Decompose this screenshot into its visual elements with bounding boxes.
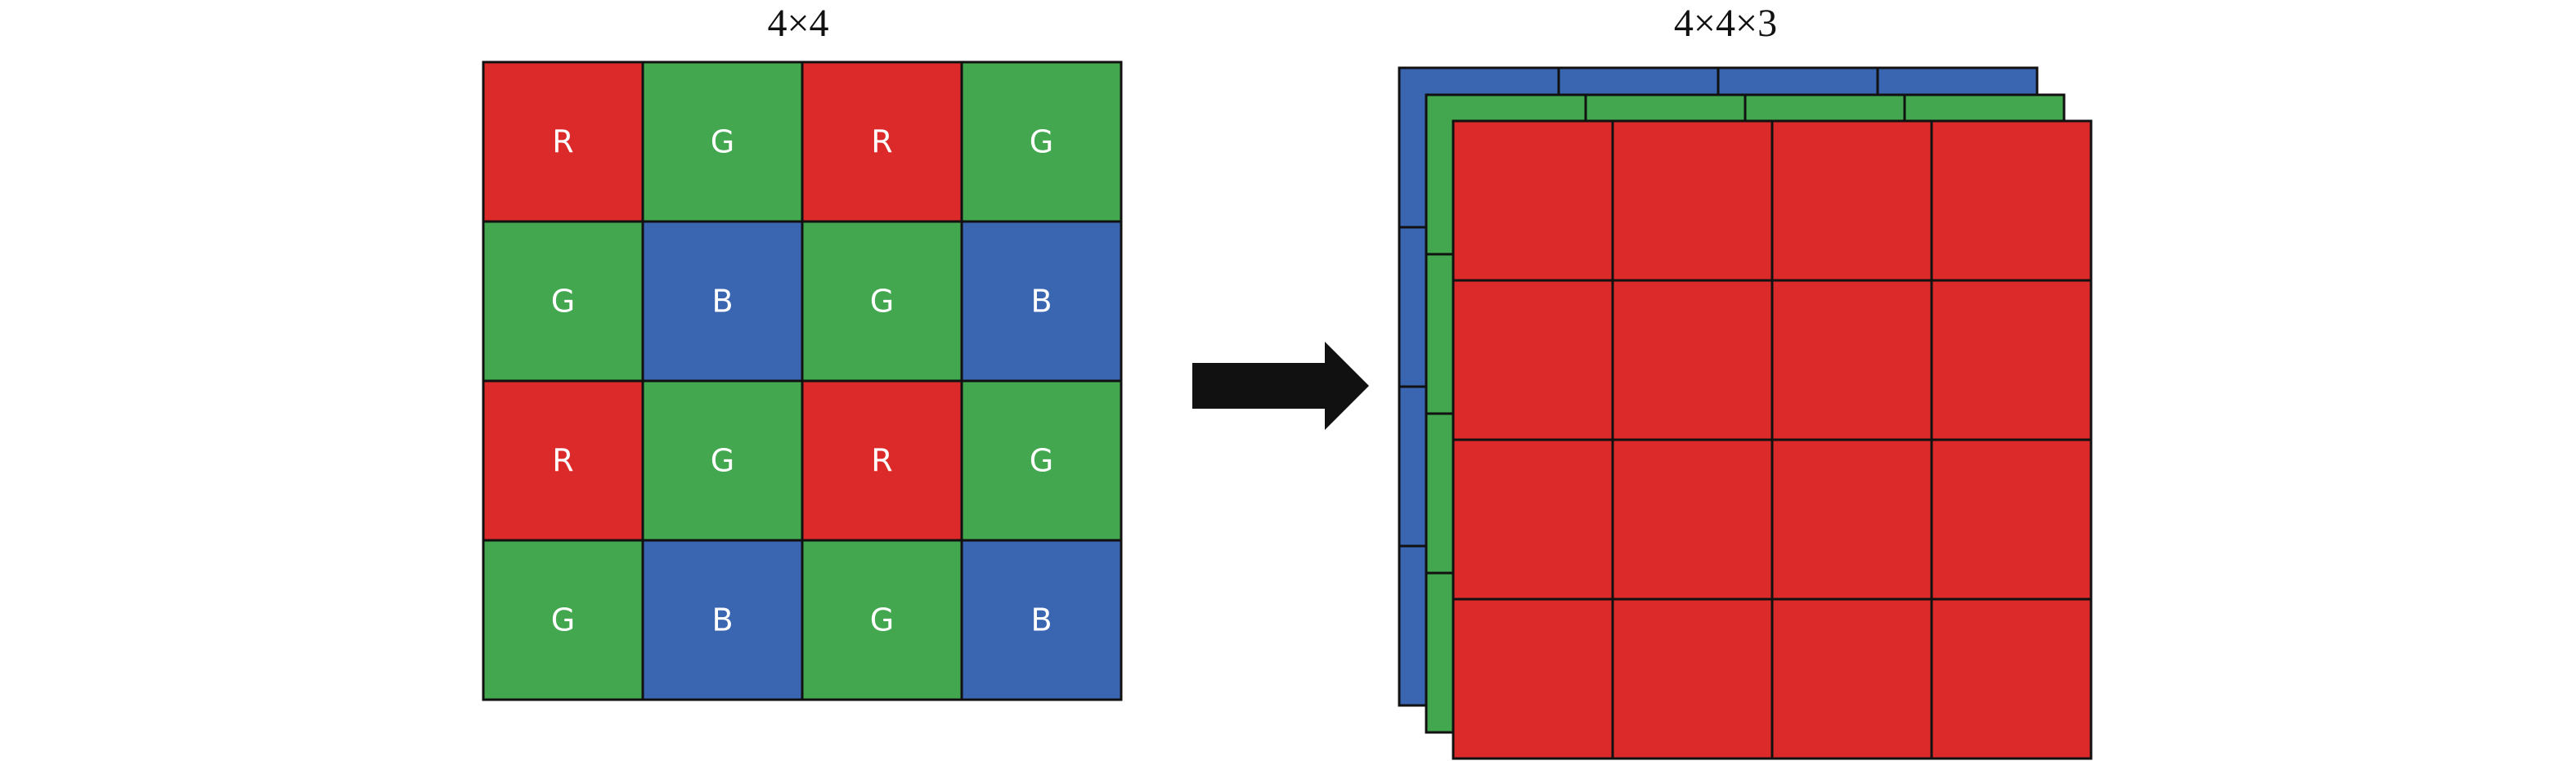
bayer-cell-label: G xyxy=(870,284,894,320)
rgb-stack-title: 4×4×3 xyxy=(1674,2,1777,45)
red-layer-cell xyxy=(1611,119,1774,282)
bayer-cell-G xyxy=(960,379,1123,542)
bayer-cell-label: R xyxy=(552,443,573,479)
bayer-cell-B xyxy=(641,220,804,383)
bayer-cell-G xyxy=(641,379,804,542)
red-layer-cell xyxy=(1770,119,1933,282)
red-layer-cell xyxy=(1930,438,2093,601)
red-layer-cell xyxy=(1611,438,1774,601)
bayer-cell-G xyxy=(482,539,644,701)
bayer-cell-label: B xyxy=(711,602,733,638)
bayer-cell-label: R xyxy=(552,124,573,160)
red-layer-cell xyxy=(1930,279,2093,441)
red-layer-cell xyxy=(1930,598,2093,760)
bayer-grid-title: 4×4 xyxy=(767,2,828,45)
red-layer-cell xyxy=(1452,438,1614,601)
red-layer-cell xyxy=(1770,438,1933,601)
red-layer-cell xyxy=(1611,279,1774,441)
bayer-cell-label: B xyxy=(1030,602,1052,638)
bayer-cell-label: G xyxy=(551,284,575,320)
bayer-cell-B xyxy=(641,539,804,701)
bayer-cell-B xyxy=(960,539,1123,701)
red-layer-cell xyxy=(1770,279,1933,441)
transform-arrow-icon xyxy=(1192,342,1369,430)
bayer-cell-R xyxy=(801,60,963,223)
red-channel-layer xyxy=(1452,119,2093,760)
red-layer-cell xyxy=(1452,119,1614,282)
bayer-cell-B xyxy=(960,220,1123,383)
bayer-cell-label: G xyxy=(711,124,734,160)
red-layer-cell xyxy=(1930,119,2093,282)
bayer-cell-label: G xyxy=(870,602,894,638)
bayer-cell-label: B xyxy=(1030,284,1052,320)
red-layer-cell xyxy=(1452,279,1614,441)
rgb-channel-stack xyxy=(1398,66,2093,760)
bayer-cell-R xyxy=(482,60,644,223)
bayer-cell-label: B xyxy=(711,284,733,320)
bayer-cell-label: G xyxy=(1030,124,1053,160)
red-layer-cell xyxy=(1770,598,1933,760)
red-layer-cell xyxy=(1611,598,1774,760)
red-layer-cell xyxy=(1452,598,1614,760)
bayer-cell-G xyxy=(960,60,1123,223)
bayer-cell-label: G xyxy=(711,443,734,479)
bayer-cell-G xyxy=(641,60,804,223)
bayer-cell-label: G xyxy=(551,602,575,638)
bayer-cell-label: R xyxy=(871,124,892,160)
bayer-cell-label: G xyxy=(1030,443,1053,479)
bayer-cell-label: R xyxy=(871,443,892,479)
bayer-mosaic-grid: R G R G G B G B R G R G G B G B xyxy=(482,60,1123,701)
